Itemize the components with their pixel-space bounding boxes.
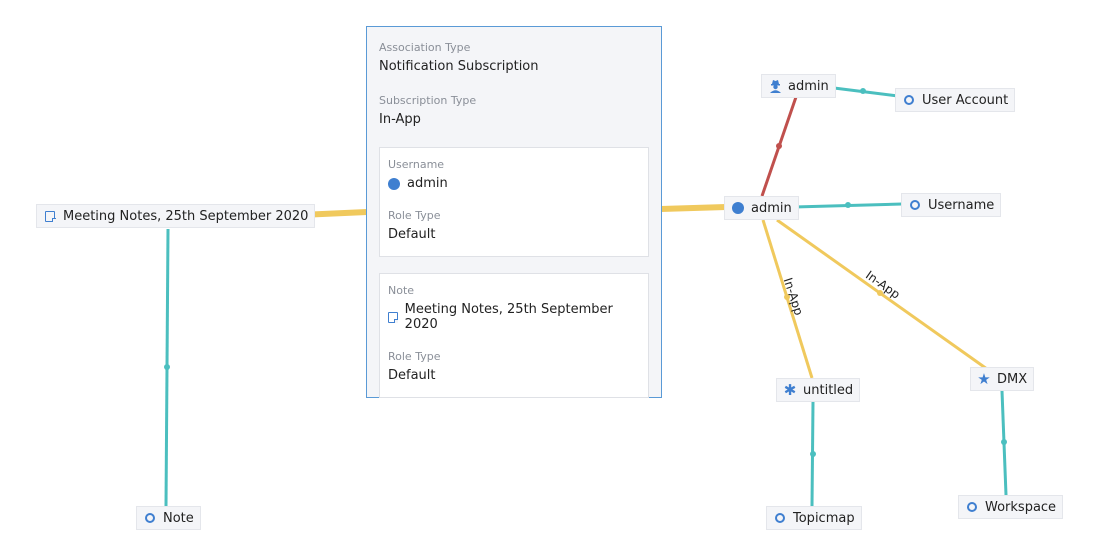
topic-label: User Account xyxy=(922,92,1009,108)
circle-icon xyxy=(388,177,400,190)
role-type-value: Default xyxy=(388,368,436,383)
topic-note[interactable]: Note xyxy=(136,506,201,530)
topic-meeting-notes[interactable]: Meeting Notes, 25th September 2020 xyxy=(36,204,316,228)
player-value: admin xyxy=(407,176,448,191)
edge-midpoint xyxy=(1001,439,1007,445)
topic-label: admin xyxy=(751,200,792,216)
edge-midpoint xyxy=(164,364,170,370)
note-icon xyxy=(43,209,57,223)
ring-icon xyxy=(773,511,787,525)
ring-icon xyxy=(902,93,916,107)
association-type-label: Association Type xyxy=(379,41,471,54)
edge-midpoint xyxy=(877,290,883,296)
topic-user-account[interactable]: User Account xyxy=(895,88,1016,112)
role-type-label: Role Type xyxy=(388,350,441,363)
topic-dmx[interactable]: ★ DMX xyxy=(970,367,1035,391)
topic-workspace[interactable]: Workspace xyxy=(958,495,1064,519)
topic-label: Topicmap xyxy=(793,510,855,526)
edge-midpoint xyxy=(784,294,790,300)
topic-label: admin xyxy=(788,78,829,94)
user-secret-icon xyxy=(768,79,782,93)
player-username-card: Username admin Role Type Default xyxy=(379,147,649,257)
topic-admin-username[interactable]: admin xyxy=(724,196,799,220)
ring-icon xyxy=(965,500,979,514)
subscription-type-label: Subscription Type xyxy=(379,94,477,107)
topic-label: Username xyxy=(928,197,995,213)
subscription-type-value: In-App xyxy=(379,112,421,127)
association-type-value: Notification Subscription xyxy=(379,59,539,74)
topic-label: Workspace xyxy=(985,499,1057,515)
asterisk-icon: ✱ xyxy=(783,381,797,399)
topic-untitled[interactable]: ✱ untitled xyxy=(776,378,861,402)
topic-label: Note xyxy=(163,510,194,526)
role-type-value: Default xyxy=(388,227,436,242)
association-detail-panel[interactable]: Association Type Notification Subscripti… xyxy=(366,26,662,398)
topic-admin-account[interactable]: admin xyxy=(761,74,836,98)
edge-midpoint xyxy=(860,88,866,94)
player-value-row[interactable]: Meeting Notes, 25th September 2020 xyxy=(388,302,640,332)
player-value: Meeting Notes, 25th September 2020 xyxy=(404,302,613,332)
role-type-label: Role Type xyxy=(388,209,441,222)
edge-detail-admin[interactable] xyxy=(660,204,727,212)
topic-label: Meeting Notes, 25th September 2020 xyxy=(63,208,309,224)
player-note-card: Note Meeting Notes, 25th September 2020 … xyxy=(379,273,649,398)
player-title: Username xyxy=(388,158,445,171)
ring-icon xyxy=(908,198,922,212)
topic-label: DMX xyxy=(997,371,1028,387)
edge-midpoint xyxy=(810,451,816,457)
player-title: Note xyxy=(388,284,415,297)
player-value-row[interactable]: admin xyxy=(388,176,640,191)
note-icon xyxy=(388,311,398,323)
ring-icon xyxy=(143,511,157,525)
edge-midpoint xyxy=(776,143,782,149)
edge-midpoint xyxy=(845,202,851,208)
topic-username[interactable]: Username xyxy=(901,193,1002,217)
circle-icon xyxy=(731,201,745,215)
topic-topicmap[interactable]: Topicmap xyxy=(766,506,862,530)
star-icon: ★ xyxy=(977,370,991,388)
topic-label: untitled xyxy=(803,382,854,398)
